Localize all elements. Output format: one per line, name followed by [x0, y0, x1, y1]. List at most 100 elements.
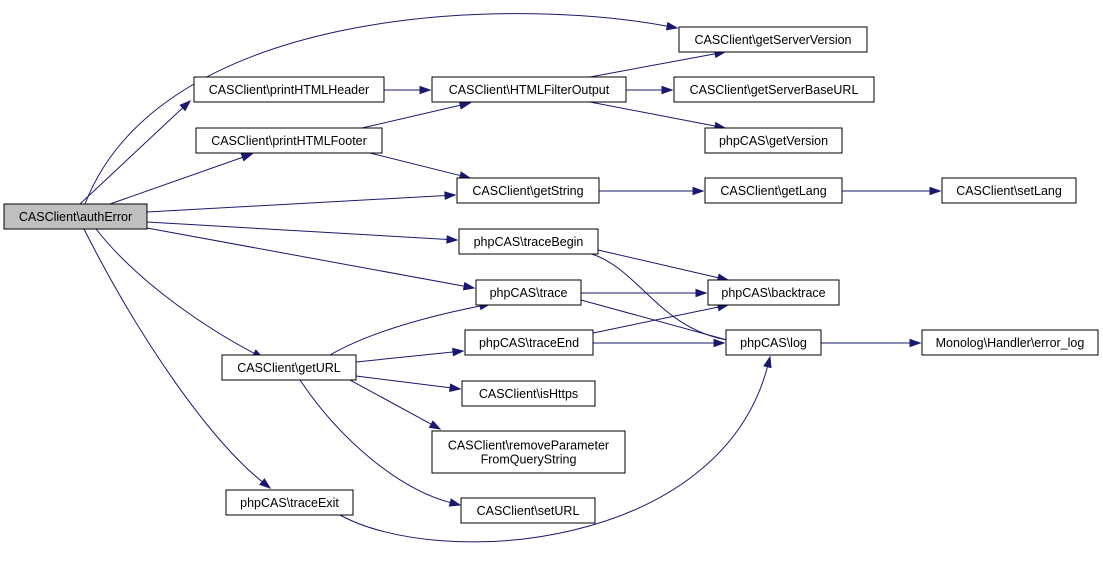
edge-line — [361, 104, 462, 129]
node-box[interactable] — [460, 497, 596, 524]
node-getURL[interactable]: CASClient\getURL — [221, 354, 357, 381]
arrowhead-icon — [692, 186, 705, 196]
edge-log-to-error_log — [821, 338, 922, 348]
node-getServerVersion[interactable]: CASClient\getServerVersion — [678, 26, 868, 53]
edge-HTMLFilterOutput-to-getServerVersion — [589, 49, 727, 78]
node-label: phpCAS\log — [740, 336, 807, 350]
node-HTMLFilterOutput[interactable]: CASClient\HTMLFilterOutput — [431, 76, 627, 103]
edge-printHTMLFooter-to-getString — [369, 152, 472, 180]
edge-authError-to-printHTMLFooter — [109, 153, 254, 205]
node-box[interactable] — [704, 127, 843, 154]
node-trace[interactable]: phpCAS\trace — [475, 279, 582, 306]
arrowhead-icon — [179, 99, 192, 112]
edge-line — [95, 228, 256, 355]
node-label: phpCAS\traceExit — [240, 496, 339, 510]
edge-getLang-to-setLang — [842, 186, 942, 196]
edge-line — [84, 13, 669, 205]
node-getString[interactable]: CASClient\getString — [456, 177, 600, 204]
node-setURL[interactable]: CASClient\setURL — [460, 497, 596, 524]
node-box[interactable] — [941, 177, 1077, 204]
node-box[interactable] — [464, 329, 594, 356]
node-label: phpCAS\traceBegin — [474, 235, 584, 249]
arrowhead-icon — [448, 498, 462, 507]
nodes-layer: CASClient\authError CASClient\getServerVe… — [3, 26, 1099, 524]
node-label: phpCAS\trace — [490, 286, 568, 300]
arrowhead-icon — [449, 383, 462, 392]
edge-authError-to-getString — [146, 191, 457, 213]
node-isHttps[interactable]: CASClient\isHttps — [461, 380, 596, 407]
node-box[interactable] — [195, 127, 383, 154]
edge-line — [592, 306, 720, 334]
edge-traceEnd-to-backtrace — [592, 302, 730, 334]
node-box[interactable] — [3, 203, 148, 230]
node-log[interactable]: phpCAS\log — [725, 329, 822, 356]
edges-layer — [79, 13, 942, 543]
node-label: CASClient\printHTMLHeader — [209, 83, 369, 97]
node-printHTMLHeader[interactable]: CASClient\printHTMLHeader — [193, 76, 385, 103]
edge-line — [299, 379, 452, 504]
node-label: CASClient\getLang — [720, 184, 826, 198]
edge-HTMLFilterOutput-to-getVersion — [589, 101, 727, 131]
node-getServerBaseURL[interactable]: CASClient\getServerBaseURL — [673, 76, 875, 103]
node-box[interactable] — [193, 76, 385, 103]
edge-line — [339, 365, 769, 543]
edge-getURL-to-removeParameterFromQueryString — [349, 379, 442, 430]
edge-traceBegin-to-backtrace — [597, 249, 730, 282]
node-label: CASClient\removeParameter — [448, 439, 609, 453]
edge-line — [355, 351, 455, 363]
node-box[interactable] — [673, 76, 875, 103]
node-printHTMLFooter[interactable]: CASClient\printHTMLFooter — [195, 127, 383, 154]
node-box[interactable] — [225, 489, 354, 516]
node-setLang[interactable]: CASClient\setLang — [941, 177, 1077, 204]
node-error-log[interactable]: Monolog\Handler\error_log — [921, 329, 1099, 356]
edge-line — [83, 228, 264, 483]
arrowhead-icon — [665, 21, 679, 31]
edge-authError-to-printHTMLHeader — [79, 99, 192, 205]
node-box[interactable] — [704, 177, 843, 204]
node-box[interactable] — [475, 279, 582, 306]
node-box[interactable] — [921, 329, 1099, 356]
edge-line — [79, 106, 184, 205]
edge-getString-to-getLang — [599, 186, 705, 196]
node-traceBegin[interactable]: phpCAS\traceBegin — [458, 228, 599, 255]
node-box[interactable] — [456, 177, 600, 204]
node-label: CASClient\printHTMLFooter — [211, 134, 367, 148]
node-authError[interactable]: CASClient\authError — [3, 203, 148, 230]
node-label: phpCAS\traceEnd — [479, 336, 579, 350]
node-traceExit[interactable]: phpCAS\traceExit — [225, 489, 354, 516]
arrowhead-icon — [909, 338, 922, 348]
node-box[interactable] — [725, 329, 822, 356]
arrowhead-icon — [929, 186, 942, 196]
node-label: FromQueryString — [481, 453, 577, 467]
arrowhead-icon — [452, 347, 465, 357]
node-box[interactable] — [431, 76, 627, 103]
edge-authError-to-getServerVersion — [84, 13, 679, 205]
node-box[interactable] — [461, 380, 596, 407]
node-getLang[interactable]: CASClient\getLang — [704, 177, 843, 204]
node-box[interactable] — [678, 26, 868, 53]
node-box[interactable] — [707, 279, 840, 306]
arrowhead-icon — [419, 85, 432, 95]
node-backtrace[interactable]: phpCAS\backtrace — [707, 279, 840, 306]
edge-traceExit-to-log — [339, 355, 772, 543]
node-box[interactable] — [458, 228, 599, 255]
node-box[interactable] — [221, 354, 357, 381]
arrowhead-icon — [713, 338, 726, 348]
arrowhead-icon — [661, 85, 674, 95]
edge-printHTMLHeader-to-HTMLFilterOutput — [384, 85, 432, 95]
edge-authError-to-trace — [146, 227, 476, 291]
arrowhead-icon — [446, 235, 459, 244]
node-box[interactable] — [431, 430, 626, 474]
node-getVersion[interactable]: phpCAS\getVersion — [704, 127, 843, 154]
node-traceEnd[interactable]: phpCAS\traceEnd — [464, 329, 594, 356]
edge-getURL-to-traceEnd — [355, 347, 465, 363]
node-label: CASClient\isHttps — [479, 387, 578, 401]
arrowhead-icon — [458, 101, 472, 110]
node-label: Monolog\Handler\error_log — [936, 336, 1085, 350]
edge-line — [349, 379, 433, 426]
node-label: CASClient\setLang — [956, 184, 1062, 198]
edge-printHTMLFooter-to-HTMLFilterOutput — [361, 101, 472, 129]
arrowhead-icon — [240, 153, 254, 162]
